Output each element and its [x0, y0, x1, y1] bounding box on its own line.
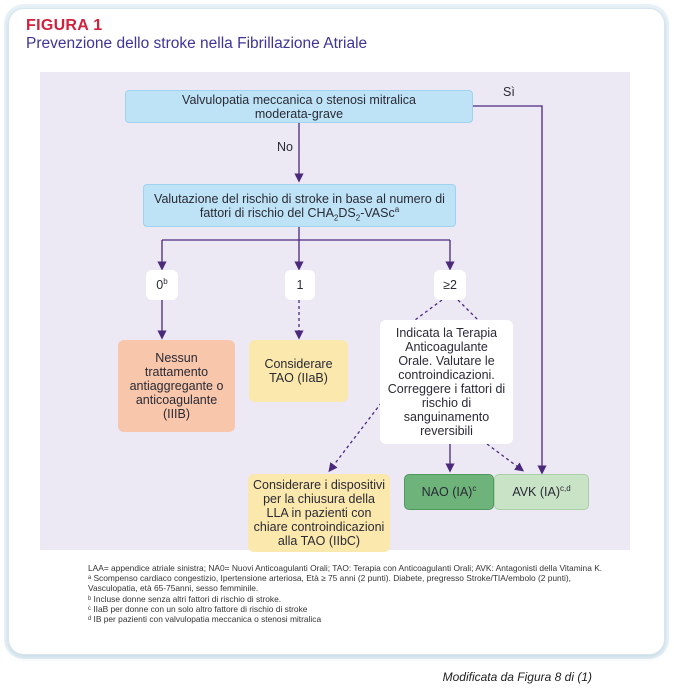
edge-2-indicated-right	[457, 299, 479, 321]
edge-indicated-avk	[486, 443, 525, 472]
footnote-abbreviations: LAA= appendice atriale sinistra; NA0= Nu…	[88, 563, 603, 573]
figure-title: Prevenzione dello stroke nella Fibrillaz…	[26, 35, 368, 52]
footnote-b: ᵇ Incluse donne senza altri fattori di r…	[88, 593, 282, 604]
footnote-d: ᵈ IB per pazienti con valvulopatia mecca…	[88, 614, 322, 625]
branch-0-node: 0b	[146, 270, 178, 300]
assessment-node: Valutazione del rischio di stroke in bas…	[143, 184, 456, 227]
laa-device-node: Considerare i dispositivi per la chiusur…	[248, 474, 390, 552]
branch-1-node: 1	[285, 270, 315, 300]
footnote-c: ᶜ IIaB per donne con un solo altro fatto…	[88, 603, 308, 614]
figure-label: FIGURA 1	[26, 17, 103, 34]
branch-2-node: ≥2	[434, 270, 466, 300]
indicated-tao-node: Indicata la Terapia Anticoagulante Orale…	[380, 320, 513, 444]
edge-branch-split	[162, 227, 450, 241]
edge-2-indicated-left	[414, 299, 443, 321]
no-treatment-node: Nessun trattamento antiaggregante o anti…	[118, 340, 235, 432]
nao-node: NAO (IA)c	[404, 474, 494, 510]
footnote-a: ᵃ Scompenso cardiaco congestizio, Iperte…	[88, 573, 572, 594]
edge-no-label: No	[277, 140, 293, 154]
start-node: Valvulopatia meccanica o stenosi mitrali…	[125, 90, 473, 123]
edge-yes	[473, 105, 547, 475]
edge-indicated-laa	[328, 397, 386, 473]
avk-node: AVK (IA)c,d	[494, 474, 589, 510]
edge-yes-label: Sì	[503, 85, 515, 99]
footnotes: LAA= appendice atriale sinistra; NA0= Nu…	[88, 563, 608, 624]
source-credit: Modificata da Figura 8 di (1)	[442, 670, 592, 684]
consider-tao-node: Considerare TAO (IIaB)	[249, 340, 348, 402]
